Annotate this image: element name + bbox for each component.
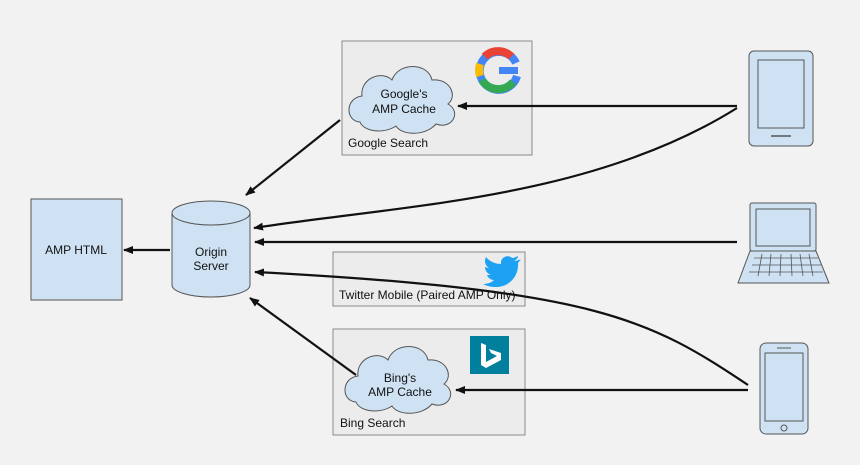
- origin-server-line2: Server: [193, 259, 228, 273]
- tablet-icon: [748, 50, 814, 147]
- twitter-bird-icon: [483, 256, 521, 287]
- arrow-phone-to-origin: [254, 268, 749, 386]
- bing-cache-line1: Bing's: [384, 371, 416, 385]
- phone-icon: [759, 342, 809, 435]
- google-cache-line1: Google's: [381, 87, 428, 101]
- laptop-icon: [737, 202, 830, 284]
- bing-amp-cache-cloud: Bing's AMP Cache: [344, 346, 452, 414]
- twitter-label: Twitter Mobile (Paired AMP Only): [339, 288, 516, 302]
- cloud-icon: [344, 346, 452, 414]
- google-cache-line2: AMP Cache: [372, 102, 436, 116]
- cloud-icon: [348, 66, 456, 134]
- google-amp-cache-cloud: Google's AMP Cache: [348, 66, 456, 134]
- arrow-tablet-to-origin: [253, 107, 738, 231]
- origin-server-line1: Origin: [195, 245, 227, 259]
- google-logo-icon: [475, 47, 521, 94]
- arrows: [123, 102, 749, 394]
- arrow-google-to-origin: [245, 119, 341, 196]
- amp-html-box: AMP HTML: [30, 198, 123, 301]
- arrow-bing-to-origin: [249, 297, 357, 376]
- bing-search-label: Bing Search: [340, 416, 405, 430]
- amp-html-label: AMP HTML: [45, 243, 107, 257]
- bing-logo-icon: [470, 336, 509, 374]
- google-search-label: Google Search: [348, 136, 428, 150]
- bing-cache-line2: AMP Cache: [368, 385, 432, 399]
- origin-server-cylinder: Origin Server: [171, 200, 251, 298]
- database-cylinder-icon: [171, 200, 251, 298]
